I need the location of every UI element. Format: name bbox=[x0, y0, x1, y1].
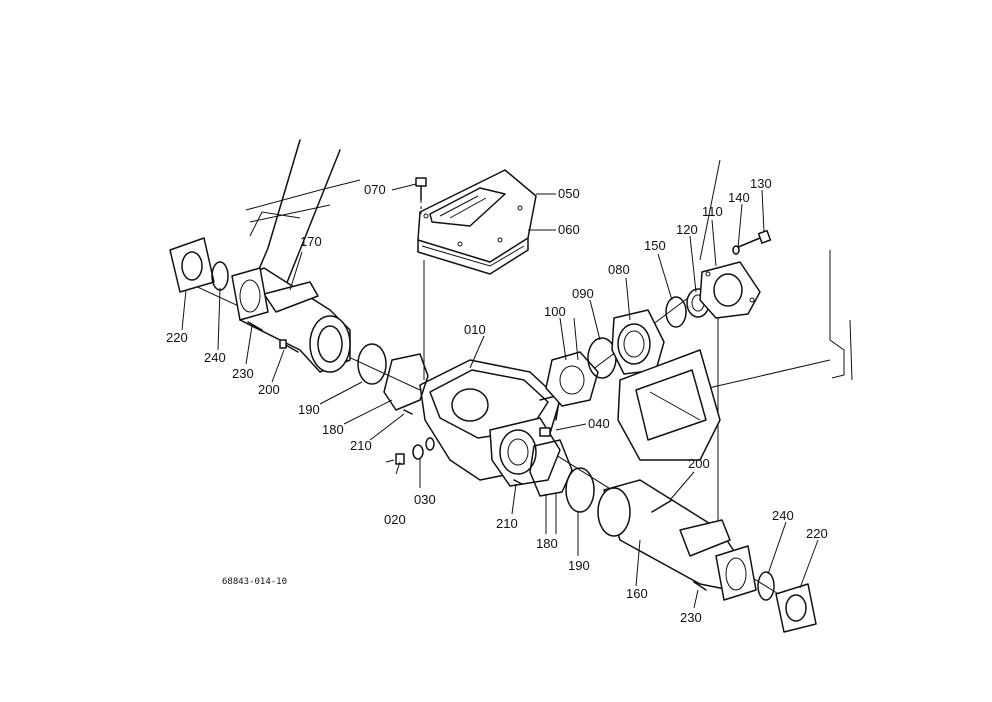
label-190-right: 190 bbox=[568, 558, 590, 573]
label-210-left: 210 bbox=[350, 438, 372, 453]
label-020: 020 bbox=[384, 512, 406, 527]
label-140: 140 bbox=[728, 190, 750, 205]
label-210-right: 210 bbox=[496, 516, 518, 531]
shim-180-right bbox=[529, 439, 573, 497]
label-110: 110 bbox=[702, 204, 723, 219]
center-housing-010 bbox=[419, 359, 561, 487]
label-030: 030 bbox=[414, 492, 436, 507]
axle-case-170 bbox=[231, 267, 351, 373]
drain-plug-020 bbox=[385, 453, 405, 465]
label-090: 090 bbox=[572, 286, 594, 301]
axle-case-160 bbox=[597, 479, 757, 601]
label-180-left: 180 bbox=[322, 422, 344, 437]
label-130: 130 bbox=[750, 176, 772, 191]
label-160: 160 bbox=[626, 586, 648, 601]
plug-040 bbox=[539, 427, 551, 437]
shims-100 bbox=[545, 351, 599, 407]
label-200-left: 200 bbox=[258, 382, 280, 397]
bolt-070 bbox=[415, 177, 427, 214]
pin-210-left bbox=[403, 409, 413, 415]
label-220-right: 220 bbox=[806, 526, 828, 541]
bolt-200-right bbox=[651, 499, 673, 513]
label-230-left: 230 bbox=[232, 366, 254, 381]
drawing-code: 68843-014-10 bbox=[222, 577, 287, 587]
bolt-200-left bbox=[279, 339, 299, 353]
washer-140 bbox=[732, 245, 740, 255]
label-100: 100 bbox=[544, 304, 566, 319]
label-040: 040 bbox=[588, 416, 610, 431]
cover-flange-110 bbox=[699, 261, 761, 319]
label-240-right: 240 bbox=[772, 508, 794, 523]
label-050: 050 bbox=[558, 186, 580, 201]
bolt-230-left bbox=[247, 321, 263, 331]
label-190-left: 190 bbox=[298, 402, 320, 417]
label-240-left: 240 bbox=[204, 350, 226, 365]
o-ring-240-left bbox=[211, 261, 229, 291]
label-230-right: 230 bbox=[680, 610, 702, 625]
rear-housing-outline bbox=[617, 349, 721, 461]
label-200-right: 200 bbox=[688, 456, 710, 471]
label-170: 170 bbox=[300, 234, 322, 249]
o-ring-190-left bbox=[357, 343, 387, 385]
flange-220-right bbox=[775, 583, 817, 633]
o-ring-150 bbox=[665, 296, 687, 328]
shim-180-left bbox=[383, 353, 429, 411]
gasket-060 bbox=[417, 237, 529, 275]
label-180-right: 180 bbox=[536, 536, 558, 551]
bearing-holder-080 bbox=[611, 309, 665, 375]
flange-220-left bbox=[169, 237, 215, 293]
label-080: 080 bbox=[608, 262, 630, 277]
leader-lines bbox=[181, 183, 819, 609]
bolt-230-right bbox=[693, 581, 707, 591]
label-060: 060 bbox=[558, 222, 580, 237]
label-220-left: 220 bbox=[166, 330, 188, 345]
label-070: 070 bbox=[364, 182, 386, 197]
label-120: 120 bbox=[676, 222, 698, 237]
label-010: 010 bbox=[464, 322, 486, 337]
washer-030 bbox=[412, 437, 435, 460]
o-ring-190-right bbox=[565, 467, 595, 513]
bolt-130 bbox=[735, 229, 772, 249]
o-ring-240-right bbox=[757, 571, 775, 601]
label-150: 150 bbox=[644, 238, 666, 253]
frame-outline-right bbox=[699, 159, 853, 391]
pin-210-right bbox=[513, 479, 523, 485]
top-cover-050 bbox=[417, 169, 537, 263]
